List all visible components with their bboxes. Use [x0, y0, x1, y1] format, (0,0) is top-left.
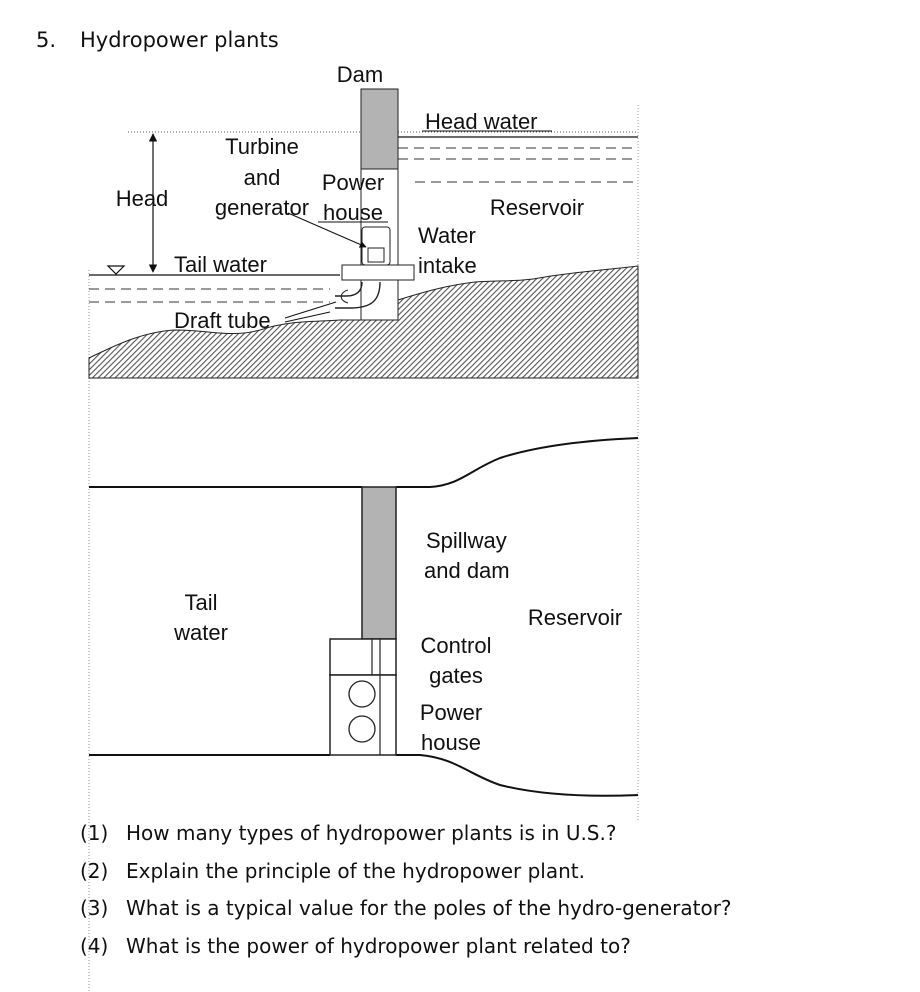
head-water-label: Head water [425, 109, 538, 134]
draft-tube-curl [340, 289, 349, 304]
problem-title: Hydropower plants [80, 28, 279, 52]
turbine-label-line3: generator [215, 195, 309, 220]
turbine-unit-1 [348, 680, 376, 708]
dam-label: Dam [337, 62, 383, 87]
plan-power-house-line2: house [421, 730, 481, 755]
plan-tail-water-line2: water [173, 620, 228, 645]
spillway-dam [361, 486, 397, 640]
water-intake-label-line1: Water [418, 223, 476, 248]
turbine-label-line2: and [244, 165, 281, 190]
draft-tube-pointer-1 [284, 301, 337, 319]
draft-tube-label: Draft tube [174, 308, 271, 333]
plan-reservoir-label: Reservoir [528, 605, 622, 630]
question-text: Explain the principle of the hydropower … [126, 858, 585, 883]
problem-heading: 5. Hydropower plants [36, 28, 279, 52]
question-text: How many types of hydropower plants is i… [126, 821, 617, 845]
question-number: (3) [80, 896, 109, 920]
reservoir-label: Reservoir [490, 195, 584, 220]
plan-power-house-line1: Power [420, 700, 482, 725]
control-gates-block [329, 638, 397, 676]
power-house-label-line1: Power [322, 170, 384, 195]
spillway-label-line2: and dam [424, 558, 510, 583]
generator-core [367, 247, 385, 263]
tail-water-label: Tail water [174, 252, 267, 277]
control-gates-label-line2: gates [429, 663, 483, 688]
problem-number: 5. [36, 28, 57, 52]
question-text: What is a typical value for the poles of… [126, 896, 732, 920]
section-view: Dam Head water Turbine and generator Pow… [88, 62, 639, 992]
plan-view: Spillway and dam Tail water Reservoir Co… [89, 437, 639, 797]
water-level-symbol [106, 265, 126, 275]
reservoir-bank-upper [396, 437, 639, 488]
question-item: (3) What is a typical value for the poles… [80, 893, 732, 931]
control-gates-label-line1: Control [421, 633, 492, 658]
water-intake-label-line2: intake [418, 253, 477, 278]
reservoir-bank-lower [396, 754, 639, 797]
turbine-platform [341, 264, 415, 281]
draft-tube-pointer-2 [284, 311, 331, 323]
power-house-label-line2: house [323, 200, 383, 225]
dam [360, 88, 399, 170]
draft-tube-shape [335, 281, 381, 309]
spillway-label-line1: Spillway [426, 528, 507, 553]
question-number: (4) [80, 933, 109, 958]
question-text: What is the power of hydropower plant re… [126, 933, 631, 958]
question-number: (1) [80, 821, 109, 845]
question-item: (1) How many types of hydropower plants i… [80, 818, 732, 856]
head-label: Head [116, 186, 169, 211]
question-item: (4) What is the power of hydropower plant… [80, 931, 732, 969]
plan-tail-water-line1: Tail [184, 590, 217, 615]
turbine-label-line1: Turbine [225, 134, 299, 159]
turbine-pointer [287, 212, 367, 248]
questions-list: (1) How many types of hydropower plants i… [80, 818, 732, 968]
turbine-unit-2 [348, 715, 376, 743]
question-number: (2) [80, 858, 109, 883]
question-item: (2) Explain the principle of the hydropow… [80, 856, 732, 894]
